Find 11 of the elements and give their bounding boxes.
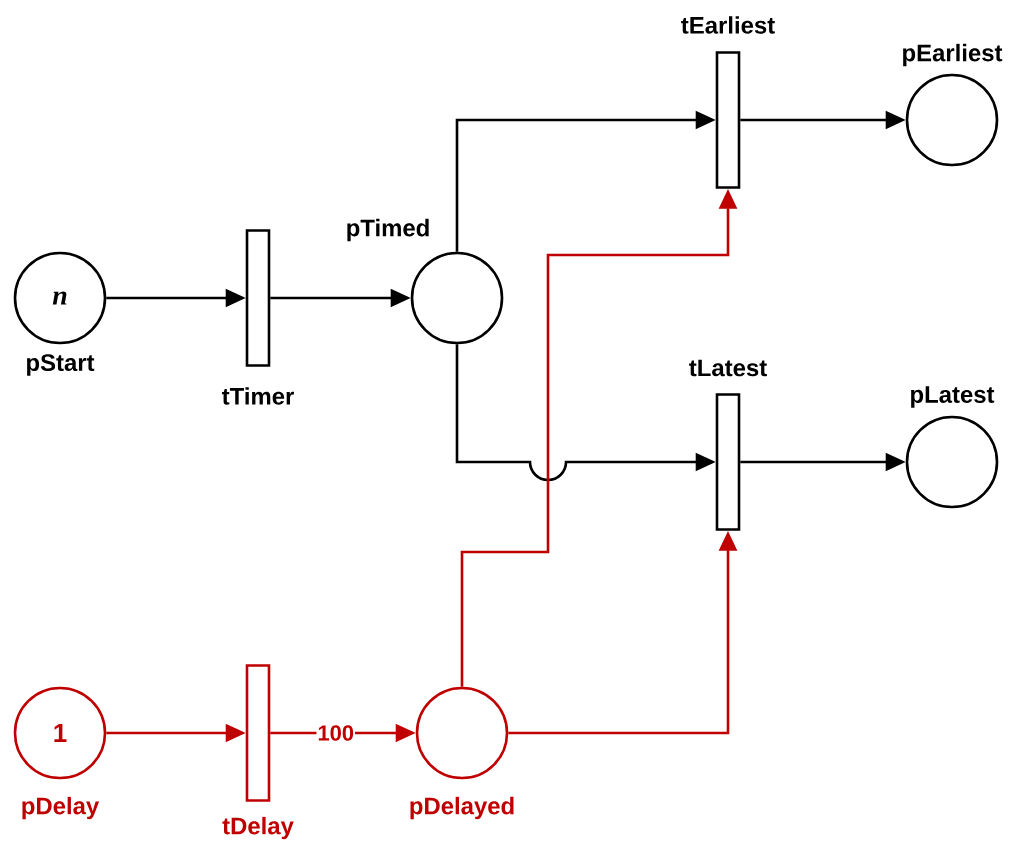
node-label: pTimed bbox=[347, 218, 429, 242]
node-label: tTimer bbox=[222, 387, 294, 405]
node-label: pDelay bbox=[22, 796, 100, 820]
node-label: tEarliest bbox=[681, 16, 775, 34]
edge-label: 100 bbox=[316, 724, 355, 742]
node-label: tLatest bbox=[689, 359, 767, 377]
node-label: pEarliest bbox=[903, 43, 1003, 67]
node-label: pLatest bbox=[911, 386, 995, 408]
node-label: tDelay bbox=[222, 816, 294, 840]
node-label: pStart bbox=[27, 354, 95, 376]
node-label: pDelayed bbox=[410, 796, 514, 820]
